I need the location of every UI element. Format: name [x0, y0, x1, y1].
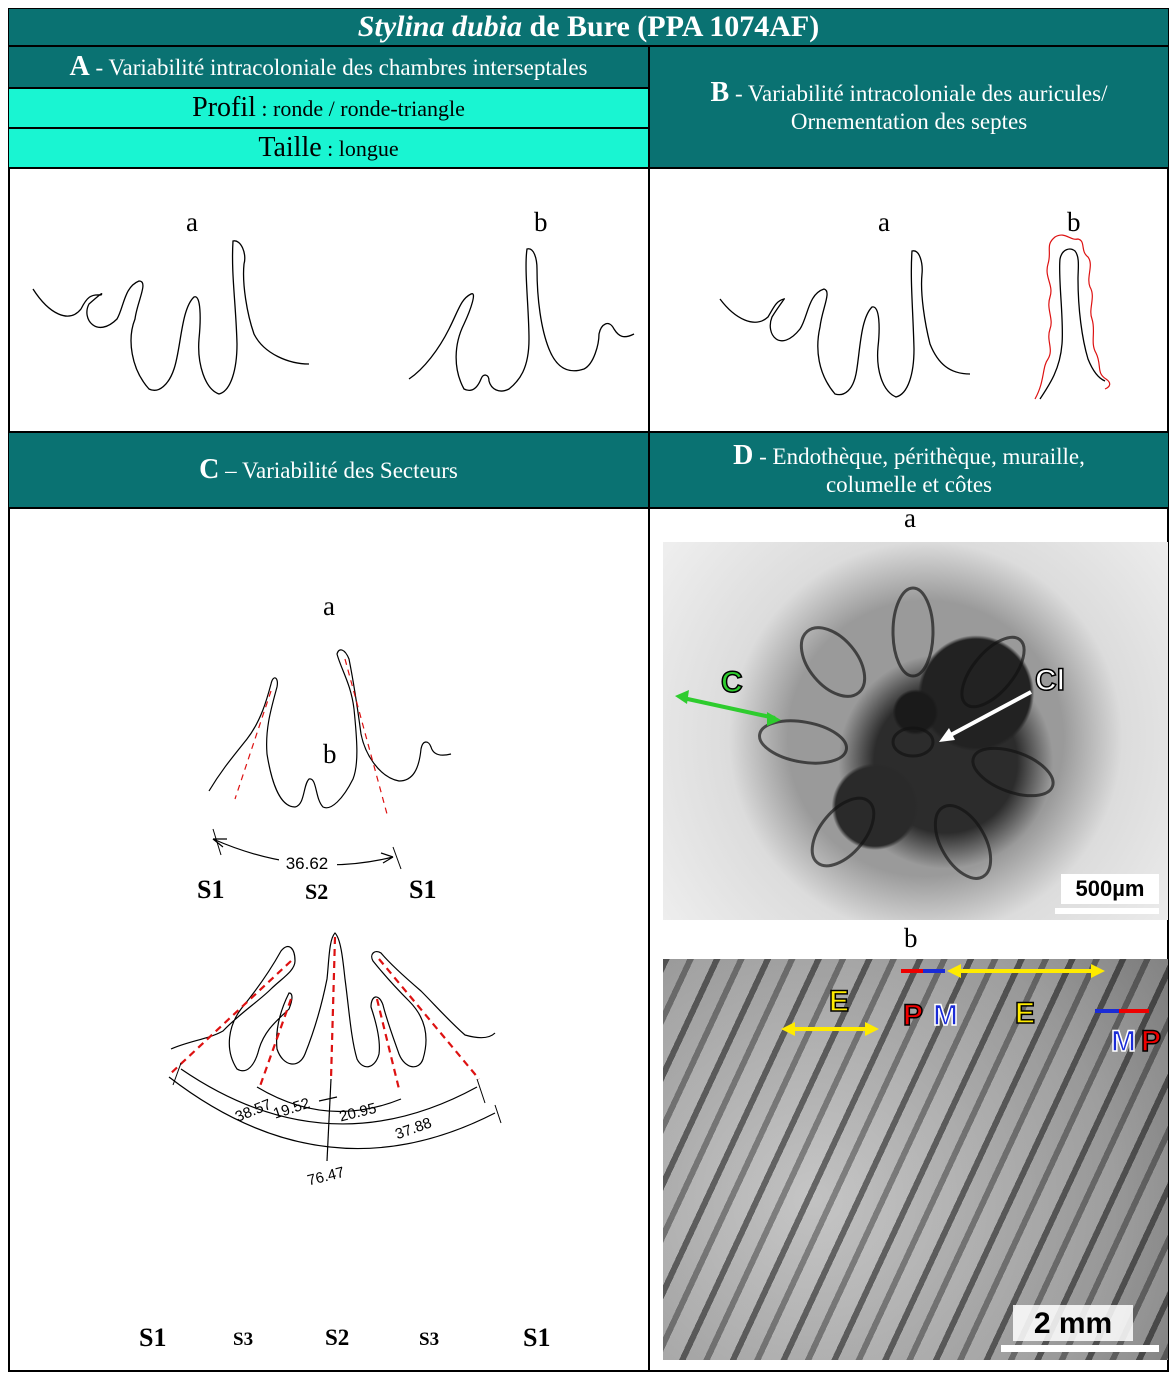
label-e-right: E [1015, 997, 1035, 1030]
sector-b-s1-right: S1 [523, 1323, 551, 1352]
panel-d-label-a: a [904, 503, 916, 533]
micrograph-a: C Cl 500µm [663, 542, 1168, 920]
sector-a-s1-right: S1 [409, 875, 437, 904]
taille-key: Taille [258, 132, 322, 163]
profil-row: Profil : ronde / ronde-triangle [8, 88, 649, 128]
panel-a-heading: - Variabilité intracoloniale des chambre… [89, 54, 588, 80]
panel-b-heading-line2: Ornementation des septes [790, 108, 1028, 134]
panel-b-drawings: a b [649, 168, 1169, 432]
panel-c-label-a: a [323, 591, 335, 621]
label-cl-columella: Cl [1035, 664, 1065, 697]
panel-c-sector-diagrams: 36.62 38.57 19.52 20.95 37.88 76.47 [168, 649, 502, 1190]
figure-title: Stylina dubia de Bure (PPA 1074AF) [8, 8, 1169, 46]
angle-b-5: 76.47 [306, 1164, 347, 1190]
panel-d-letter: D [733, 439, 754, 471]
panel-c-content: a 36.62 38.57 19.52 20.95 37.88 76.47 [8, 508, 649, 1372]
panel-d-header: D - Endothèque, périthèque, muraille,col… [649, 432, 1169, 508]
panel-c-letter: C [199, 453, 220, 485]
label-e-left: E [829, 985, 849, 1018]
label-p-left: P [903, 999, 923, 1032]
panel-a-label-a: a [186, 207, 198, 237]
sector-a-s1-left: S1 [197, 875, 225, 904]
sector-a-s2: S2 [305, 879, 329, 904]
scale-bar-b-text: 2 mm [1034, 1307, 1112, 1340]
micrograph-b-overlay: E P M E M P 2 mm [781, 964, 1162, 1352]
scale-bar-b [1001, 1345, 1159, 1352]
sector-b-s1-left: S1 [139, 1323, 167, 1352]
sector-b-s3-right: S3 [419, 1329, 440, 1350]
panel-b-label-a: a [878, 207, 890, 237]
profil-value: : ronde / ronde-triangle [255, 96, 465, 121]
panel-b-septa-outlines [719, 234, 1111, 400]
panel-b-header: B - Variabilité intracoloniale des auric… [649, 46, 1169, 168]
sector-b-s3-left: S3 [233, 1329, 254, 1350]
panel-b-label-b: b [1067, 207, 1081, 237]
panel-d-heading-line2: columelle et côtes [825, 471, 993, 497]
label-m-left: M [933, 999, 958, 1032]
label-p-right: P [1141, 1025, 1161, 1058]
panel-a-drawings: a b [8, 168, 649, 432]
micrograph-b: E P M E M P 2 mm [663, 959, 1168, 1360]
panel-a-header: A - Variabilité intracoloniale des chamb… [8, 46, 649, 88]
taille-row: Taille : longue [8, 128, 649, 168]
panel-c-heading: – Variabilité des Secteurs [219, 457, 458, 483]
sector-b-s2: S2 [325, 1325, 350, 1350]
panel-a-label-b: b [534, 207, 548, 237]
title-rest: de Bure (PPA 1074AF) [522, 10, 820, 43]
panel-c-label-b: b [323, 739, 337, 769]
profil-key: Profil [192, 92, 256, 123]
label-c-endotheque: C [721, 666, 743, 699]
label-m-right: M [1111, 1025, 1136, 1058]
panel-b-letter: B [710, 76, 730, 108]
panel-d-heading-line1: - Endothèque, périthèque, muraille, [753, 443, 1085, 469]
panel-c-header: C – Variabilité des Secteurs [8, 432, 649, 508]
micrograph-a-overlay: C Cl 500µm [675, 586, 1159, 914]
angle-b-1: 38.57 [233, 1096, 274, 1126]
angle-a-label: 36.62 [286, 854, 329, 873]
taille-value: : longue [321, 136, 399, 161]
panel-a-septa-outlines [32, 240, 635, 395]
panel-a-letter: A [69, 50, 90, 82]
panel-b-heading-line1: - Variabilité intracoloniale des auricul… [729, 80, 1108, 106]
scale-bar-a [1055, 908, 1159, 914]
panel-d-content: a C Cl 500µm b [649, 503, 1169, 1372]
panel-d-label-b: b [904, 923, 918, 953]
scale-bar-a-text: 500µm [1076, 876, 1145, 901]
species-name: Stylina dubia [357, 10, 523, 43]
